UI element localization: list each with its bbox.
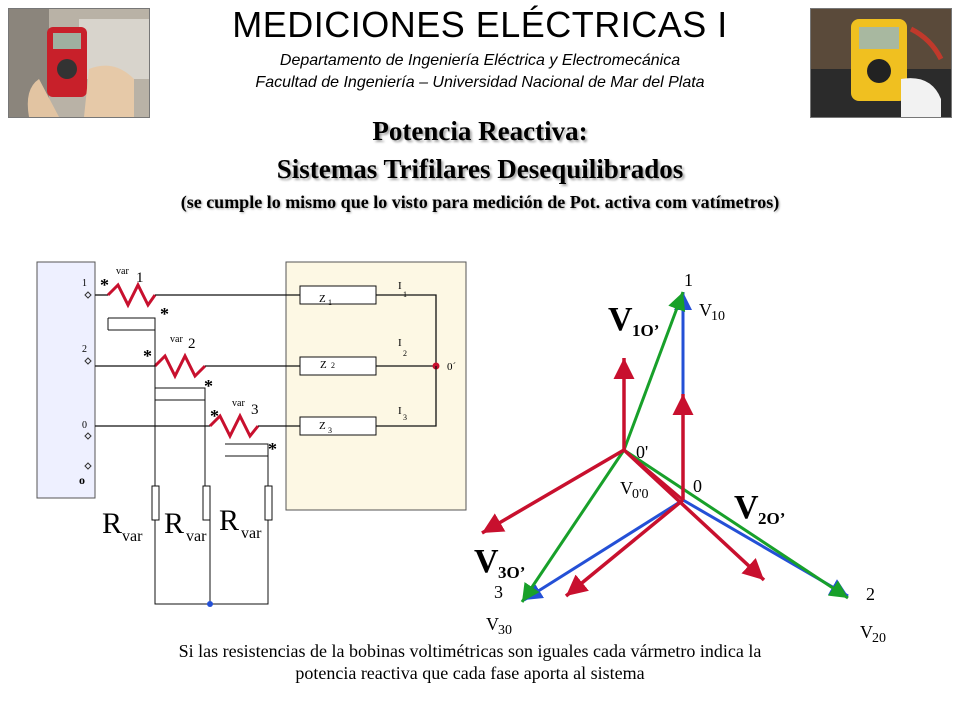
z2-index: 2 bbox=[331, 361, 335, 370]
varmeter-2-voltage-coil bbox=[155, 387, 206, 401]
rvar-1-sub: var bbox=[122, 528, 143, 545]
footer-note: Si las resistencias de la bobinas voltim… bbox=[110, 640, 830, 684]
varmeter-1-index: 1 bbox=[136, 270, 144, 286]
varmeter-1-voltage-coil bbox=[108, 317, 156, 331]
v3o-name: V bbox=[474, 543, 499, 580]
phasor-v2o bbox=[623, 448, 849, 600]
varmeter-2-index: 2 bbox=[188, 336, 196, 352]
resistor-3 bbox=[264, 485, 273, 521]
phasor-v30 bbox=[523, 498, 684, 602]
v1o-name: V bbox=[608, 301, 633, 338]
v30-name: V bbox=[486, 614, 499, 634]
slide-subtitle: (se cumple lo mismo que lo visto para me… bbox=[180, 192, 780, 212]
z1-index: 1 bbox=[328, 298, 332, 307]
varmeter-3-label: var bbox=[232, 398, 245, 409]
phasor-v1o bbox=[622, 291, 686, 451]
v10-sub: 10 bbox=[711, 309, 725, 324]
polarity-mark: * bbox=[100, 275, 109, 295]
varmeter-3-current-coil bbox=[208, 412, 260, 440]
z1-label: Z bbox=[319, 293, 326, 305]
department-name: Departamento de Ingeniería Eléctrica y E… bbox=[279, 52, 681, 69]
terminal-label-2: 2 bbox=[82, 344, 87, 355]
varmeter-2-label: var bbox=[170, 334, 183, 345]
circuit-diagram: 1 2 0 o * * * bbox=[36, 261, 467, 607]
polarity-mark: * bbox=[268, 439, 277, 459]
terminal-label-o: o bbox=[79, 473, 85, 487]
slide-title-line2: Sistemas Trifilares Desequilibrados bbox=[276, 154, 684, 184]
rvar-2-sub: var bbox=[186, 528, 207, 545]
terminal-markers bbox=[84, 291, 92, 470]
phasor-v00 bbox=[623, 448, 684, 502]
footer-line-1: Si las resistencias de la bobinas voltim… bbox=[178, 641, 762, 661]
varmeter-1-label: var bbox=[116, 266, 129, 277]
polarity-mark: * bbox=[210, 406, 219, 426]
rvar-1-label: R bbox=[102, 507, 122, 540]
v30-sub: 30 bbox=[498, 623, 512, 638]
v2o-sub: 2O’ bbox=[758, 509, 785, 528]
impedance-z1 bbox=[299, 285, 377, 305]
faculty-name: Facultad de Ingeniería – Universidad Nac… bbox=[255, 74, 705, 91]
resistor-star-node bbox=[207, 601, 213, 607]
i2-index: 2 bbox=[403, 349, 407, 358]
z3-index: 3 bbox=[328, 426, 332, 435]
terminal-label-1: 1 bbox=[82, 278, 87, 289]
v10-name: V bbox=[699, 300, 712, 320]
i3-index: 3 bbox=[403, 413, 407, 422]
point-0prime-label: 0' bbox=[636, 442, 648, 462]
varmeter-3-index: 3 bbox=[251, 402, 259, 418]
phasor-v3o bbox=[520, 449, 626, 603]
i1-index: 1 bbox=[403, 290, 407, 299]
z2-label: Z bbox=[320, 359, 327, 371]
rvar-3-sub: var bbox=[241, 525, 262, 542]
multimeter-photo-left bbox=[8, 8, 150, 118]
polarity-mark: * bbox=[143, 346, 152, 366]
varmeter-3-voltage-coil bbox=[225, 443, 269, 457]
source-block bbox=[36, 261, 96, 499]
point-2-label: 2 bbox=[866, 584, 875, 604]
slide-title-line1: Potencia Reactiva: bbox=[372, 116, 588, 146]
terminal-label-0: 0 bbox=[82, 420, 87, 431]
i1-label: I bbox=[398, 280, 402, 292]
varmeter-1-current-coil bbox=[106, 281, 157, 309]
rvar-2-label: R bbox=[164, 507, 184, 540]
phasor-diagram: 1 2 3 0 0' V 10 V 20 V 30 V 0'0 V 1O’ V … bbox=[474, 270, 886, 646]
i2-label: I bbox=[398, 337, 402, 349]
v20-name: V bbox=[860, 622, 873, 642]
neutral-label: 0´ bbox=[447, 361, 457, 373]
phasor-red-3 bbox=[481, 448, 625, 535]
point-0-label: 0 bbox=[693, 476, 702, 496]
resistor-1 bbox=[151, 485, 160, 521]
z3-label: Z bbox=[319, 420, 326, 432]
course-title: MEDICIONES ELÉCTRICAS I bbox=[232, 4, 728, 45]
polarity-mark: * bbox=[160, 304, 169, 324]
point-3-label: 3 bbox=[494, 582, 503, 602]
varmeter-2-current-coil bbox=[153, 352, 207, 380]
footer-line-2: potencia reactiva que cada fase aporta a… bbox=[295, 663, 645, 683]
polarity-mark: * bbox=[204, 376, 213, 396]
v00-sub: 0'0 bbox=[632, 487, 649, 502]
impedance-z3 bbox=[299, 416, 377, 436]
multimeter-photo-right bbox=[810, 8, 952, 118]
v3o-sub: 3O’ bbox=[498, 563, 525, 582]
point-1-label: 1 bbox=[684, 270, 693, 290]
v20-sub: 20 bbox=[872, 631, 886, 646]
v00-name: V bbox=[620, 478, 633, 498]
v2o-name: V bbox=[734, 489, 759, 526]
v1o-sub: 1O’ bbox=[632, 321, 659, 340]
phasor-red-5 bbox=[564, 498, 685, 598]
rvar-3-label: R bbox=[219, 504, 239, 537]
resistor-2 bbox=[202, 485, 211, 521]
i3-label: I bbox=[398, 405, 402, 417]
impedance-z2 bbox=[299, 356, 377, 376]
